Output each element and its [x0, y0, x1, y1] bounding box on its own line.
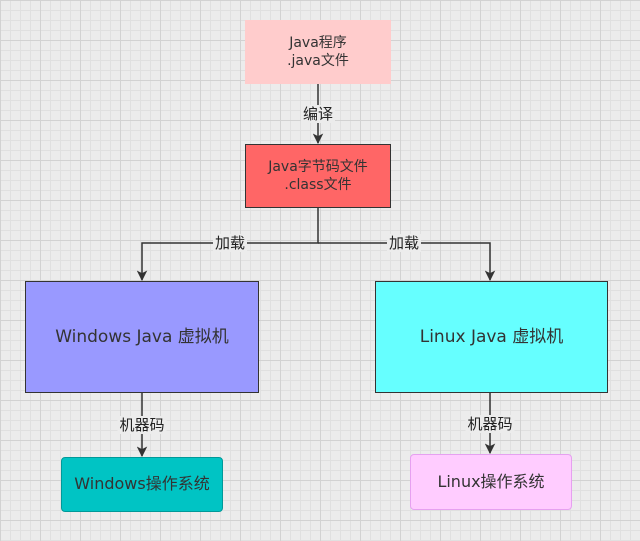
edge-label-load-windows: 加载	[212, 234, 248, 252]
node-java-source: Java程序 .java文件	[245, 20, 391, 84]
node-windows-os: Windows操作系统	[61, 457, 223, 512]
edge-label-machine-code-windows: 机器码	[117, 416, 167, 434]
node-linux-os-label: Linux操作系统	[437, 471, 545, 491]
node-bytecode: Java字节码文件 .class文件	[245, 144, 391, 208]
edge-label-compile: 编译	[300, 105, 336, 123]
node-windows-jvm: Windows Java 虚拟机	[25, 281, 259, 393]
node-bytecode-label: Java字节码文件 .class文件	[268, 158, 368, 193]
node-linux-jvm: Linux Java 虚拟机	[375, 281, 608, 393]
node-windows-os-label: Windows操作系统	[74, 474, 210, 494]
node-linux-os: Linux操作系统	[410, 454, 572, 510]
edge-label-machine-code-linux: 机器码	[465, 415, 515, 433]
edge-load-linux	[318, 242, 496, 282]
edge-label-load-linux: 加载	[386, 234, 422, 252]
node-linux-jvm-label: Linux Java 虚拟机	[419, 326, 564, 347]
node-windows-jvm-label: Windows Java 虚拟机	[55, 326, 229, 347]
node-java-source-label: Java程序 .java文件	[287, 34, 349, 69]
